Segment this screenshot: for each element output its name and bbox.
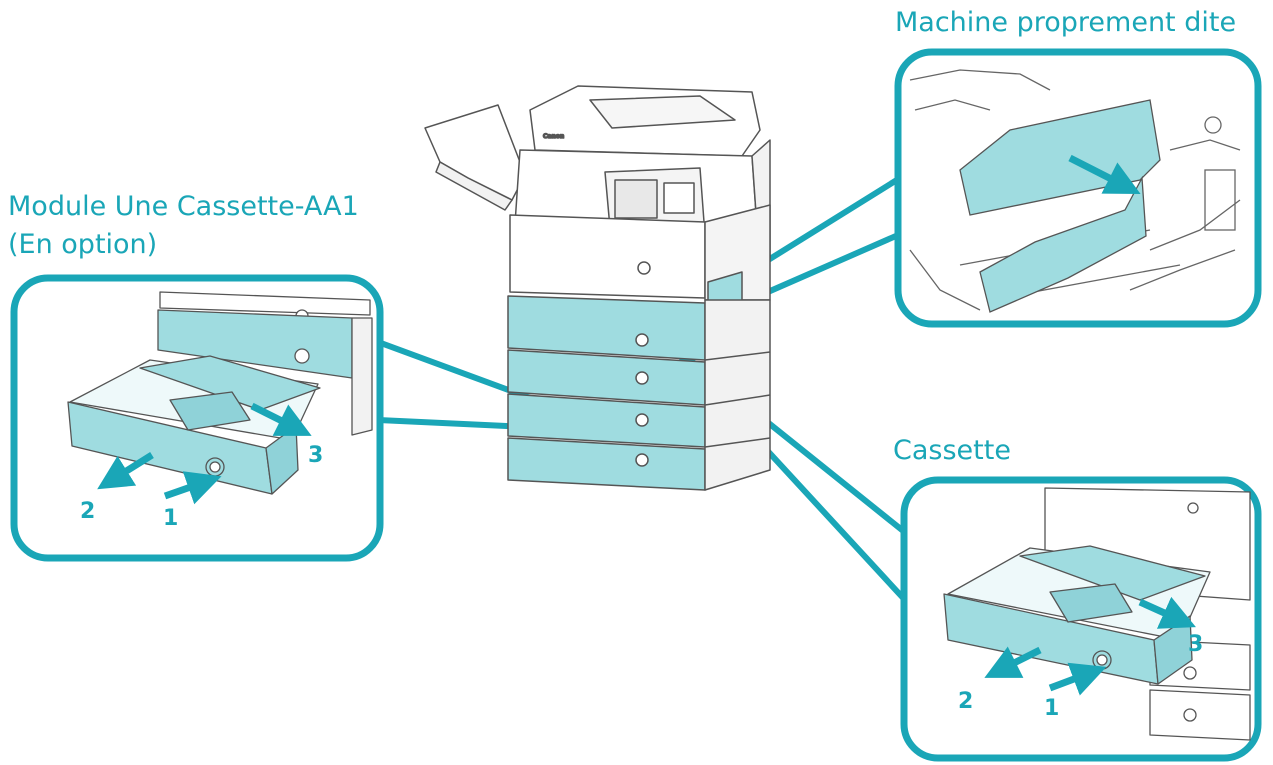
pull-arrow-module-3: [250, 402, 312, 436]
pull-arrow-machine: [1068, 154, 1141, 194]
callout-cassette: 3 2 1: [900, 476, 1262, 762]
label-module-line1: Module Une Cassette-AA1: [8, 191, 359, 222]
label-machine: Machine proprement dite: [895, 7, 1237, 38]
step-3-module: 3: [308, 443, 323, 468]
printer-brand-text: Canon: [543, 133, 564, 140]
step-2-cassette: 2: [958, 689, 973, 714]
step-2-module: 2: [80, 499, 95, 524]
step-3-cassette: 3: [1188, 632, 1203, 657]
push-arrow-cassette-1: [1048, 662, 1107, 696]
pull-arrow-cassette-2: [984, 646, 1042, 678]
step-1-cassette: 1: [1044, 696, 1059, 721]
printer-main: Canon: [424, 85, 771, 491]
callout-machine: [894, 48, 1262, 328]
label-cassette: Cassette: [893, 435, 1011, 466]
label-module-line2: (En option): [8, 229, 158, 260]
callout-module: 3 2 1: [10, 274, 384, 562]
pull-arrow-module-2: [97, 452, 154, 490]
push-arrow-module-1: [163, 471, 222, 505]
step-1-module: 1: [163, 506, 178, 531]
pull-arrow-cassette-3: [1138, 596, 1196, 629]
